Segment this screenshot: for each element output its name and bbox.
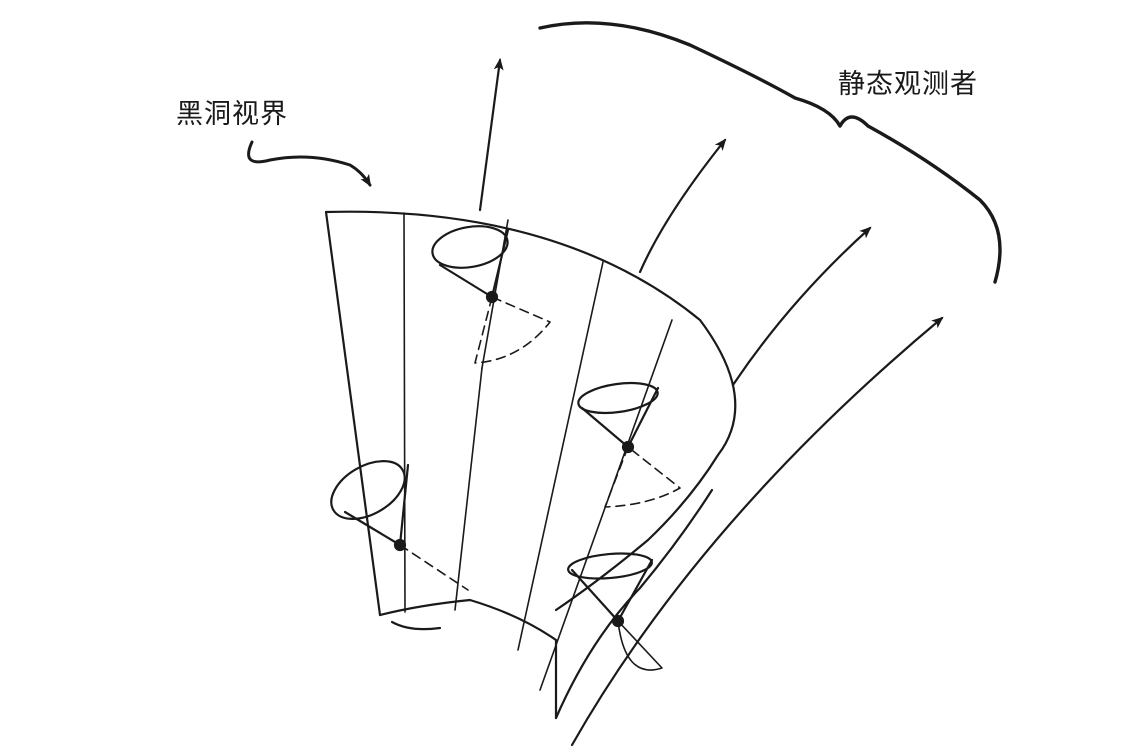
light-cone-past [617,620,663,671]
ruling-line [517,261,604,651]
light-cone-sides [343,463,410,547]
observer-worldline [478,58,504,212]
ruling-line [403,212,406,613]
observers-brace [538,21,1002,284]
event-dot [621,440,635,454]
light-cone [330,460,469,591]
observer-worldline [570,316,944,747]
event-dot [485,290,499,304]
horizon-left-edge [324,210,382,617]
horizon-surface [324,210,737,720]
horizon-label: 黑洞视界 [176,99,288,130]
static-observers-label: 静态观测者 [838,69,978,100]
light-cone [431,225,551,364]
light-cone-top [431,225,509,269]
horizon-inner-curve [554,488,714,720]
horizon-top-edge [324,210,737,612]
light-cone-past [474,296,551,364]
observer-worldlines [478,58,944,747]
light-cone-top [577,381,659,415]
horizon-pointer-arrow [247,140,372,187]
light-cone-sides [580,386,660,449]
observer-worldline [638,138,727,274]
light-cone [567,552,663,671]
light-cone [577,381,681,508]
observer-worldline [731,226,872,387]
event-dot [611,614,625,628]
light-cone-top [330,460,406,520]
light-cone-sides [438,228,510,299]
light-cone-past [399,544,469,591]
ruling-line [454,367,483,611]
horizon-bottom-curl [390,620,442,631]
light-cone-top [567,552,653,580]
light-cone-past [604,446,681,508]
horizon-bottom-edge [378,598,558,720]
event-dot [393,538,407,552]
